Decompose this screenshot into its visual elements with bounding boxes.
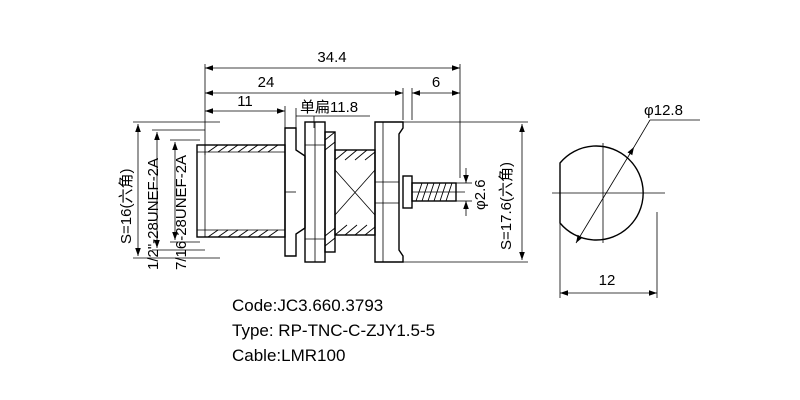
overall-length-label: 34.4 xyxy=(317,49,346,66)
dimension-thread-inner: 7/16-28UNEF-2A xyxy=(170,139,200,270)
side-diameter-label: φ12.8 xyxy=(644,102,683,119)
dimension-side-width: 12 xyxy=(559,212,658,298)
connector-nut-flat xyxy=(284,127,306,257)
side-view: φ12.8 xyxy=(552,102,700,244)
side-width-label: 12 xyxy=(599,272,616,289)
connector-washer xyxy=(324,131,336,253)
type-text: Type: RP-TNC-C-ZJY1.5-5 xyxy=(232,321,436,340)
rear-length-label: 6 xyxy=(432,74,440,91)
single-flat-label: 单扁11.8 xyxy=(300,99,358,116)
dimension-hex-rear: S=17.6(六角) xyxy=(403,121,528,263)
connector-mid-body xyxy=(334,149,376,236)
code-text: Code:JC3.660.3793 xyxy=(232,296,384,315)
dimension-thread-outer: 1/2"-28UNEF-2A xyxy=(145,129,205,270)
dimension-pin-diameter: φ2.6 xyxy=(456,168,489,216)
connector-flange xyxy=(374,121,404,263)
dimension-overall-length: 34.4 xyxy=(204,49,461,178)
hex-rear-label: S=17.6(六角) xyxy=(498,162,515,250)
connector-front-thread xyxy=(196,144,286,238)
body-length-label: 24 xyxy=(258,74,275,91)
connector-cable-crimp xyxy=(411,182,465,202)
thread-inner-label: 7/16-28UNEF-2A xyxy=(173,155,190,270)
connector-hex-nut xyxy=(304,121,326,263)
thread-outer-label: 1/2"-28UNEF-2A xyxy=(145,158,162,270)
connector-rear-sleeve xyxy=(402,175,413,209)
pin-diameter-label: φ2.6 xyxy=(472,179,489,210)
dimension-single-flat: 单扁11.8 xyxy=(295,99,370,128)
cable-text: Cable:LMR100 xyxy=(232,346,346,365)
front-length-label: 11 xyxy=(237,93,253,110)
dimension-hex-front: S=16(六角) xyxy=(118,121,220,259)
dimension-front-length: 11 xyxy=(205,93,286,150)
dimension-rear-length: 6 xyxy=(411,74,460,120)
dimension-body-length: 24 xyxy=(205,74,404,120)
hex-front-label: S=16(六角) xyxy=(118,169,135,244)
